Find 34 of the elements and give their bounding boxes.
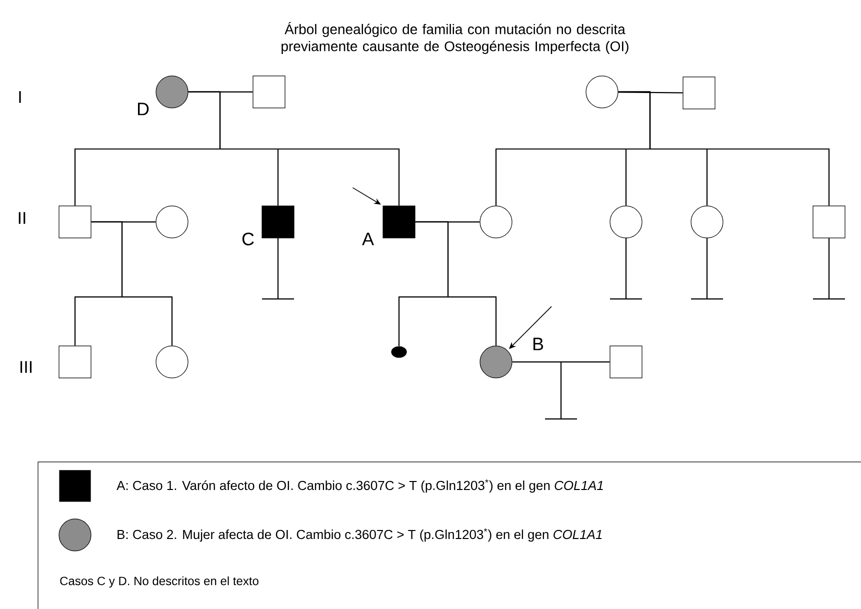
generation-label: I — [19, 91, 21, 103]
generation-label: II — [18, 212, 26, 224]
male-square — [610, 346, 642, 378]
descent-line — [618, 91, 830, 206]
female-circle — [586, 76, 618, 108]
female-circle — [156, 76, 188, 108]
title: Árbol genealógico de familia con mutación no descrita previamente causante de Osteogénesis Imperfecta (OI) — [282, 22, 628, 54]
female-circle — [156, 206, 188, 238]
female-circle — [690, 206, 724, 238]
case-letter: D — [138, 102, 149, 116]
marriage-line — [512, 361, 610, 363]
case-letter: B — [533, 338, 544, 350]
descent-line — [415, 221, 497, 346]
male-square — [252, 76, 286, 108]
female-circle — [610, 206, 642, 238]
case-letter: A — [362, 232, 374, 246]
proband-arrow — [352, 187, 381, 205]
male-square — [262, 206, 294, 238]
legend-text: B: Caso 2. Mujer afecta de OI. Cambio c.3607C > T (p.Gln1203$^{*}$) en el gen COL1A1 — [118, 528, 602, 542]
male-square — [382, 206, 416, 238]
male-square — [58, 206, 92, 238]
descent-line — [188, 91, 400, 206]
male-square — [812, 206, 846, 238]
male-square — [58, 346, 92, 378]
case-letter: C — [242, 232, 254, 246]
female-circle — [480, 206, 512, 238]
legend-text: A: Caso 1. Varón afecto de OI. Cambio c.3607C > T (p.Gln1203$^{*}$) en el gen COL1A1 — [116, 479, 603, 493]
generation-label: III — [20, 361, 32, 373]
note: Casos C y D. No descritos en el texto — [60, 576, 258, 588]
small-dot — [391, 346, 407, 358]
female-circle — [156, 346, 188, 378]
descent-line — [91, 221, 173, 346]
male-square — [682, 76, 716, 110]
female-circle — [480, 346, 512, 378]
